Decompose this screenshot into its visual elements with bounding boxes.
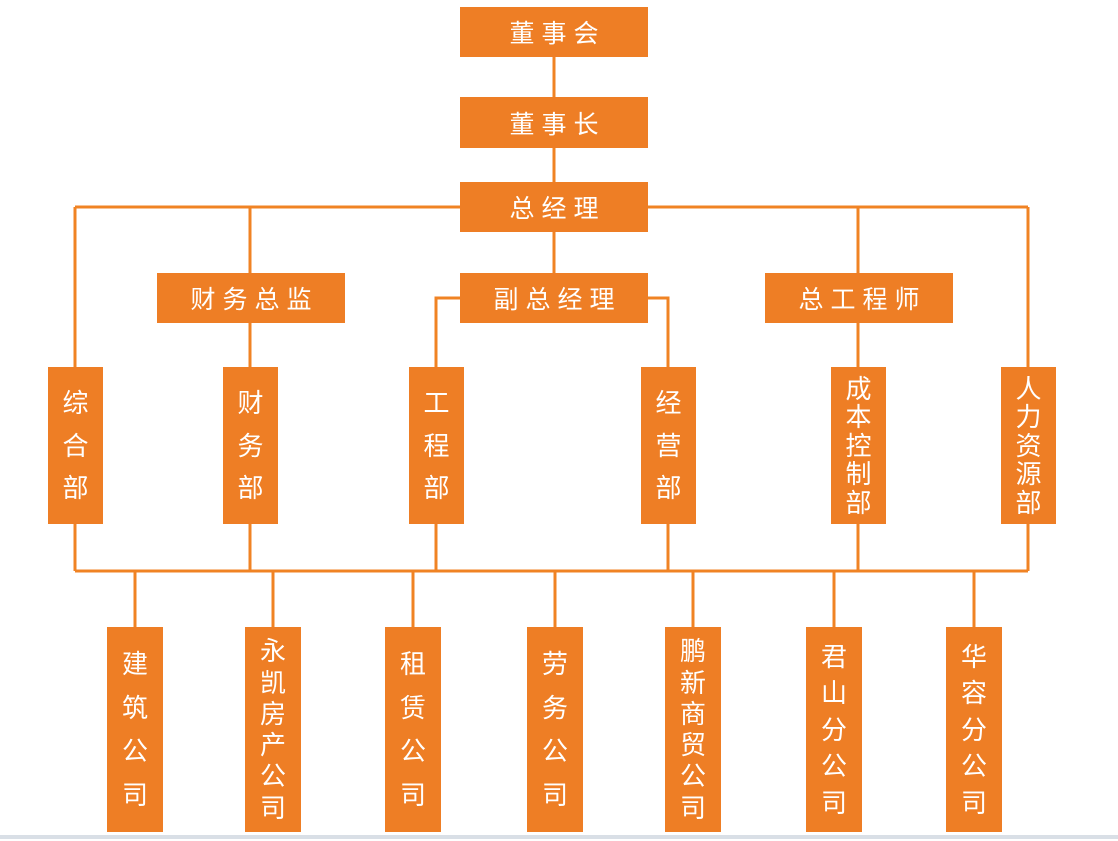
bottom-rule [0,835,1118,839]
node-general-manager: 总经理 [460,182,648,232]
node-dept-general: 综合部 [48,367,103,524]
node-co-labor-services: 劳务公司 [527,627,583,832]
node-dept-human-resources: 人力资源部 [1001,367,1056,524]
node-co-pengxin-trading: 鹏新商贸公司 [665,627,721,832]
node-co-yongkai-real-estate: 永凯房产公司 [245,627,301,832]
node-board: 董事会 [460,7,648,57]
node-co-junshan-branch: 君山分公司 [806,627,862,832]
node-co-construction: 建筑公司 [107,627,163,832]
node-dept-finance: 财务部 [223,367,278,524]
node-chief-engineer: 总工程师 [765,273,953,323]
node-dept-operations: 经营部 [641,367,696,524]
node-finance-director: 财务总监 [157,273,345,323]
node-dept-cost-control: 成本控制部 [831,367,886,524]
node-dept-engineering: 工程部 [409,367,464,524]
node-deputy-general-manager: 副总经理 [460,273,648,323]
node-co-leasing: 租赁公司 [385,627,441,832]
node-chairman: 董事长 [460,97,648,148]
node-co-huarong-branch: 华容分公司 [946,627,1002,832]
